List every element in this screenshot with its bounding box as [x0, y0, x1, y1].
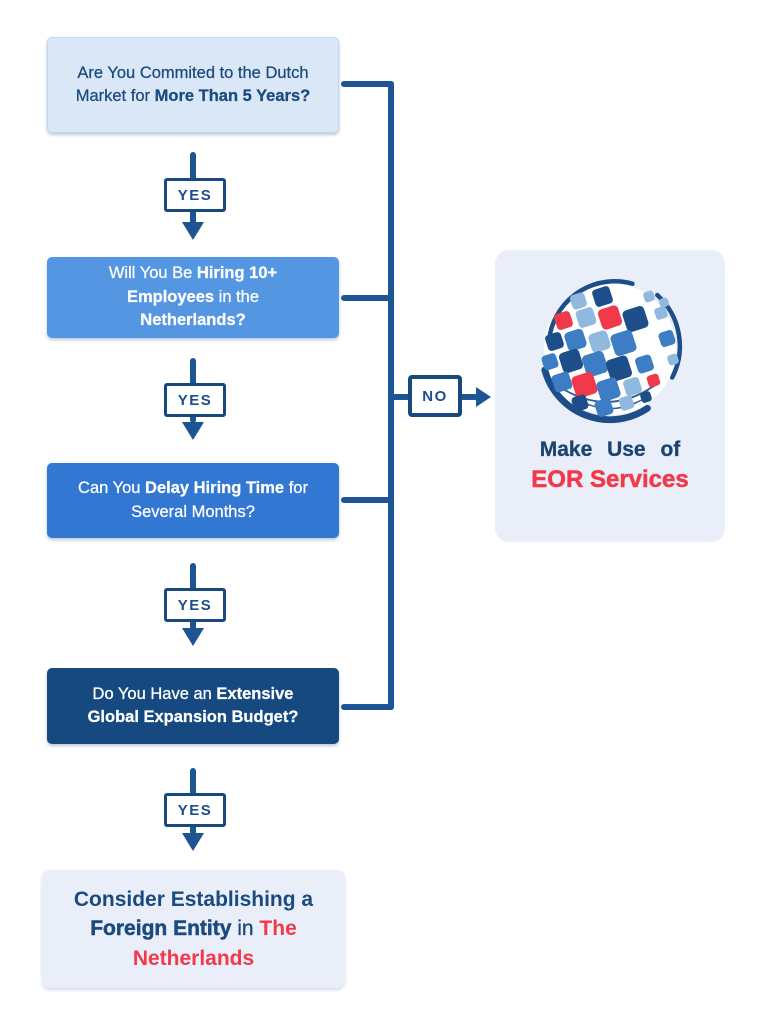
connector-stub-q1 — [341, 81, 394, 87]
eor-card-line1: Make Use of — [539, 438, 681, 461]
connector-stub-q4 — [341, 704, 394, 710]
flow-node-question-4: Do You Have an Extensive Global Expansio… — [47, 668, 339, 744]
question-3-text: Can You Delay Hiring Time for Several Mo… — [78, 479, 308, 521]
question-1-text: Are You Commited to the Dutch Market for… — [75, 63, 311, 105]
connector-no-stub — [391, 394, 411, 400]
arrow-down-icon-3 — [182, 628, 204, 646]
flow-node-question-1: Are You Commited to the Dutch Market for… — [47, 37, 339, 133]
yes-label-4: YES — [164, 793, 226, 827]
yes-label-3: YES — [164, 588, 226, 622]
arrow-down-icon-4 — [182, 833, 204, 851]
flow-node-question-3: Can You Delay Hiring Time for Several Mo… — [47, 463, 339, 538]
connector-stub-q3 — [341, 497, 391, 503]
connector-stub-q2 — [341, 295, 391, 301]
flow-node-result: Consider Establishing a Foreign Entity i… — [42, 870, 345, 988]
arrow-down-icon-1 — [182, 222, 204, 240]
question-2-text: Will You Be Hiring 10+ Employees in the … — [108, 264, 278, 330]
question-4-text: Do You Have an Extensive Global Expansio… — [87, 684, 299, 726]
yes-label-2: YES — [164, 383, 226, 417]
flow-node-question-2: Will You Be Hiring 10+ Employees in the … — [47, 257, 339, 338]
arrow-right-icon — [476, 387, 491, 407]
no-label: NO — [408, 375, 462, 417]
yes-label-1: YES — [164, 178, 226, 212]
eor-services-card: Make Use of EOR Services — [495, 250, 725, 542]
result-text: Consider Establishing a Foreign Entity i… — [73, 887, 314, 970]
eor-card-line2: EOR Services — [531, 466, 689, 494]
arrow-down-icon-2 — [182, 422, 204, 440]
arrow-right-shaft — [460, 394, 478, 400]
globe-mosaic-logo-icon — [541, 279, 683, 424]
